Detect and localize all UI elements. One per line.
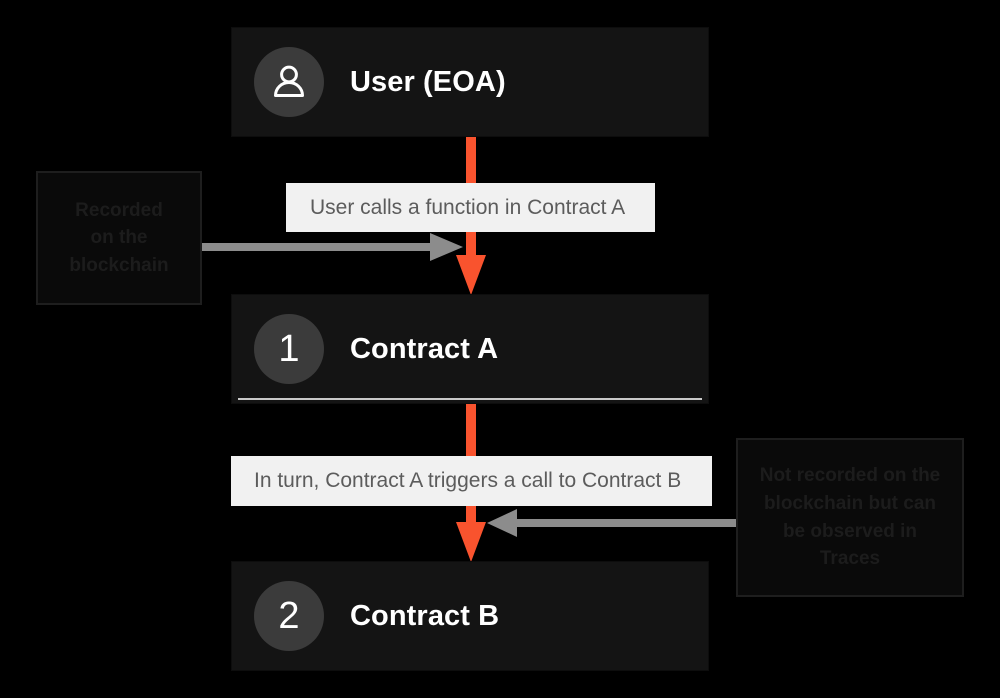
- note-right-line-2: blockchain but can: [763, 492, 937, 514]
- note-right-text: Not recorded on the blockchain but can b…: [760, 462, 941, 572]
- note-not-recorded-on-blockchain: Not recorded on the blockchain but can b…: [736, 438, 964, 597]
- note-right-line-3: be observed in: [782, 520, 918, 542]
- note-right-line-4: Traces: [819, 548, 881, 570]
- flow-label-step-2: In turn, Contract A triggers a call to C…: [231, 456, 712, 506]
- node-user-label: User (EOA): [350, 65, 506, 98]
- step-badge-2: 2: [254, 581, 324, 651]
- node-contract-b[interactable]: 2 Contract B: [231, 561, 709, 671]
- flow-label-step-1: User calls a function in Contract A: [286, 183, 655, 232]
- node-contract-b-label: Contract B: [350, 599, 500, 632]
- node-contract-a[interactable]: 1 Contract A: [231, 294, 709, 404]
- note-recorded-on-blockchain: Recorded on the blockchain: [36, 171, 202, 305]
- note-left-text: Recorded on the blockchain: [69, 197, 168, 280]
- note-left-line-3: blockchain: [69, 254, 169, 276]
- avatar: [254, 47, 324, 117]
- node-contract-a-label: Contract A: [350, 332, 499, 365]
- note-left-line-2: on the: [90, 227, 148, 249]
- node-divider: [238, 398, 702, 400]
- note-left-line-1: Recorded: [75, 199, 163, 221]
- step-badge-1: 1: [254, 314, 324, 384]
- connector-note-right-to-flow: [487, 509, 745, 537]
- node-user[interactable]: User (EOA): [231, 27, 709, 137]
- connector-note-left-to-flow: [202, 233, 463, 261]
- note-right-line-1: Not recorded on the: [759, 465, 941, 487]
- person-icon: [274, 65, 304, 97]
